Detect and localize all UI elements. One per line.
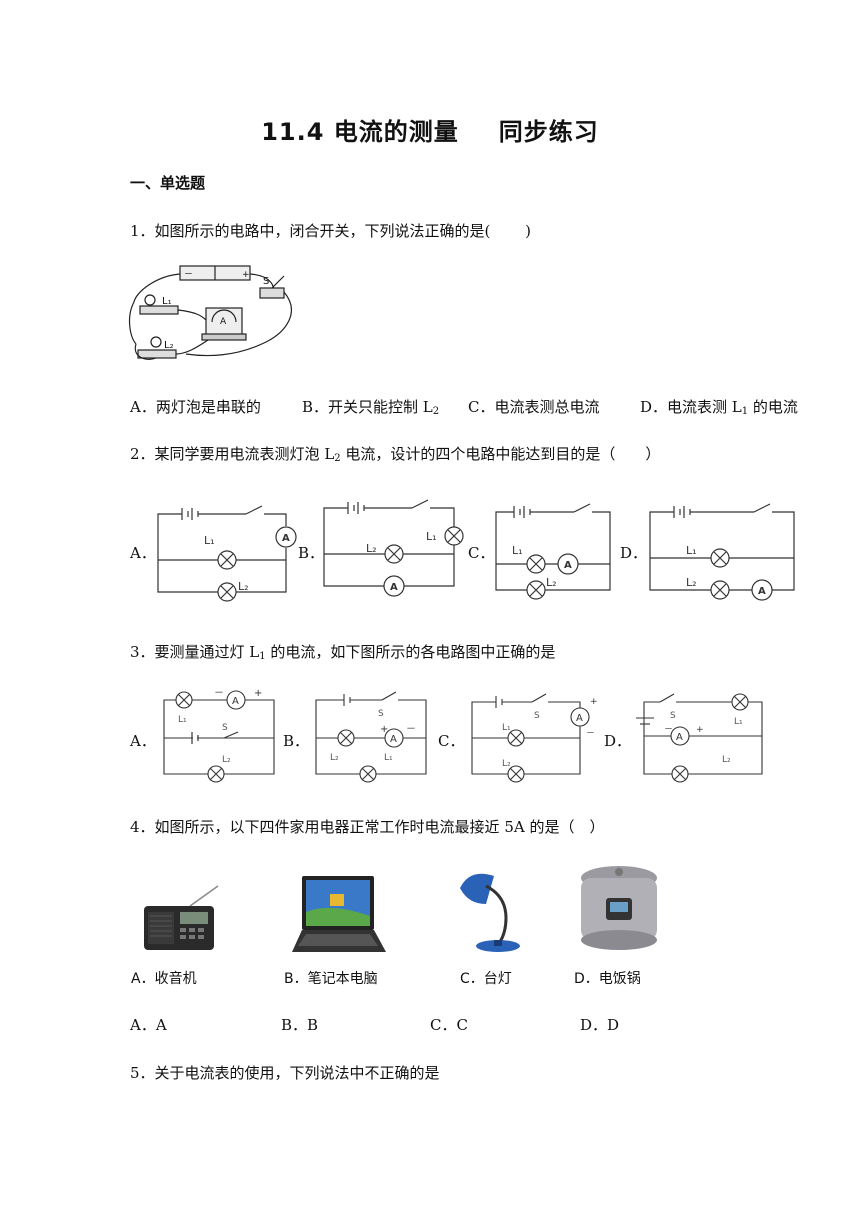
q3b-plus: +: [380, 724, 388, 735]
q3b-l2: L₂: [330, 753, 339, 763]
q3c-minus: －: [586, 729, 595, 739]
q2b-ammeter: A: [390, 582, 398, 593]
question-3: 3．要测量通过灯 L1 的电流，如下图所示的各电路图中正确的是: [130, 643, 556, 662]
q3b-l1: L₁: [384, 753, 393, 763]
q3a-plus: +: [254, 688, 262, 699]
q4-option-b[interactable]: B．B: [281, 1016, 319, 1034]
q3a-l1: L₁: [178, 715, 187, 725]
q2d-l1: L₁: [686, 544, 697, 557]
question-2: 2．某同学要用电流表测灯泡 L2 电流，设计的四个电路中能达到目的是（ ）: [130, 445, 661, 464]
q3b-minus: －: [406, 724, 416, 735]
q3a-l2: L₂: [222, 755, 231, 765]
q3-option-c[interactable]: C．: [438, 732, 465, 750]
q2a-l1: L₁: [204, 534, 215, 547]
question-4: 4．如图所示，以下四件家用电器正常工作时电流最接近 5A 的是（ ）: [130, 818, 605, 836]
q3d-plus: +: [696, 725, 704, 735]
q2-option-a[interactable]: A．: [130, 544, 156, 562]
q1-option-a[interactable]: A．两灯泡是串联的: [130, 398, 261, 416]
q3-circuit-c: A + － S L₁ L₂: [471, 693, 598, 783]
q1-circuit-figure: S L₁ L₂ A － +: [128, 265, 292, 360]
q2d-ammeter: A: [758, 586, 766, 597]
q3b-s: S: [378, 709, 384, 719]
caption-desk-lamp: C．台灯: [460, 971, 512, 987]
q3a-ammeter: A: [232, 696, 239, 707]
q2b-l2: L₂: [366, 542, 377, 555]
desk-lamp-image: [460, 873, 520, 952]
q3c-l1: L₁: [502, 723, 511, 733]
q1-option-d[interactable]: D．电流表测 L1 的电流: [640, 398, 798, 417]
q1-l1-label: L₁: [162, 296, 172, 307]
q1-option-c[interactable]: C．电流表测总电流: [468, 398, 600, 416]
q4-option-a[interactable]: A．A: [130, 1016, 167, 1034]
q3c-s: S: [534, 711, 540, 721]
question-5: 5．关于电流表的使用，下列说法中不正确的是: [130, 1064, 440, 1082]
q2-option-b[interactable]: B．: [298, 544, 325, 562]
q2-circuit-c: A L₁ L₂: [495, 503, 611, 600]
q1-ammeter-label: A: [220, 317, 227, 327]
q3c-l2: L₂: [502, 759, 511, 769]
question-1: 1．如图所示的电路中，闭合开关，下列说法正确的是( ): [130, 222, 532, 240]
section-heading: 一、单选题: [130, 174, 206, 192]
q2-circuit-d: A L₁ L₂: [649, 503, 795, 601]
q3c-ammeter: A: [576, 713, 583, 724]
q3-circuit-d: A － + S L₁ L₂: [636, 693, 763, 783]
radio-image: [144, 885, 219, 950]
q3b-ammeter: A: [390, 734, 397, 745]
q2c-l1: L₁: [512, 544, 523, 557]
q2-option-c[interactable]: C．: [468, 544, 495, 562]
rice-cooker-image: [581, 866, 657, 950]
laptop-image: [292, 876, 386, 952]
q2-circuit-a: A L₁ L₂: [157, 505, 297, 602]
q3-circuit-a: A － + L₁ S L₂: [163, 688, 275, 783]
q3a-s: S: [222, 723, 228, 733]
q2-option-d[interactable]: D．: [620, 544, 648, 562]
caption-rice-cooker: D．电饭锅: [574, 971, 641, 987]
page-title: 11.4 电流的测量 同步练习: [0, 112, 860, 147]
q3d-l1: L₁: [734, 717, 743, 727]
q2d-l2: L₂: [686, 576, 697, 589]
q3a-minus: －: [214, 688, 224, 699]
q3d-l2: L₂: [722, 755, 731, 765]
caption-radio: A．收音机: [131, 971, 197, 987]
q2a-l2: L₂: [238, 580, 249, 593]
q1-switch-label: S: [263, 276, 269, 287]
q1-l2-label: L₂: [164, 340, 174, 351]
q3-circuit-b: A + － S L₂ L₁: [315, 691, 427, 783]
q2c-l2: L₂: [546, 576, 557, 589]
q3-option-d[interactable]: D．: [604, 732, 632, 750]
q3d-s: S: [670, 711, 676, 721]
q3d-minus: －: [664, 725, 673, 735]
q3-option-b[interactable]: B．: [283, 732, 310, 750]
q1-battery-minus: －: [184, 270, 193, 280]
caption-laptop: B．笔记本电脑: [284, 971, 378, 987]
q4-option-d[interactable]: D．D: [580, 1016, 620, 1034]
q3-option-a[interactable]: A．: [130, 732, 156, 750]
q3c-plus: +: [590, 697, 598, 707]
q2a-ammeter: A: [282, 533, 290, 544]
q2b-l1: L₁: [426, 530, 437, 543]
q3d-ammeter: A: [676, 732, 683, 743]
q1-option-b[interactable]: B．开关只能控制 L2: [302, 398, 440, 417]
q2c-ammeter: A: [564, 560, 572, 571]
q2-circuit-b: A L₁ L₂: [323, 499, 464, 597]
q1-battery-plus: +: [242, 270, 250, 280]
title-sub: 同步练习: [498, 118, 599, 146]
title-main: 11.4 电流的测量: [261, 118, 459, 146]
q4-option-c[interactable]: C．C: [430, 1016, 468, 1034]
